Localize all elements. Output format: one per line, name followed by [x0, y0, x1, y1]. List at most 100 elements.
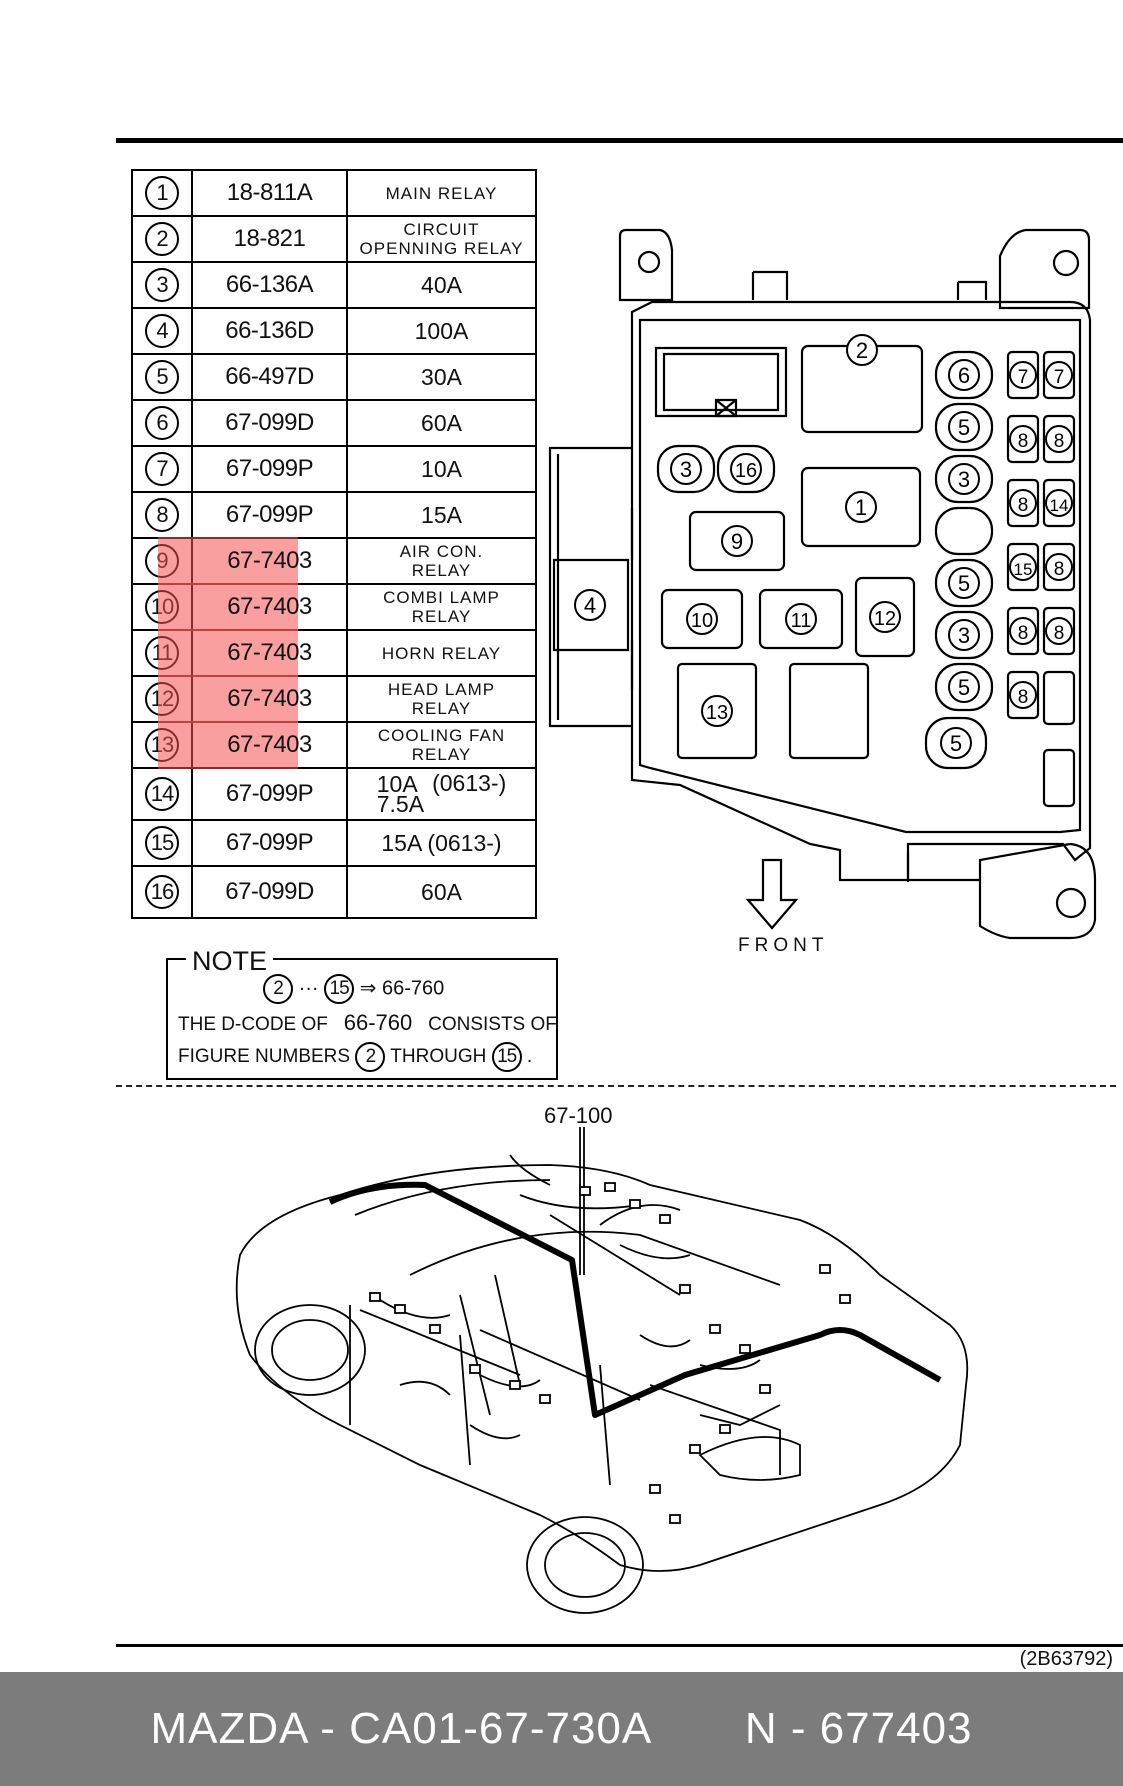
- part-description-cell: 30A: [346, 353, 537, 401]
- fuse-label: 8: [1018, 623, 1029, 644]
- row-number-cell: 1: [131, 169, 193, 217]
- part-code-cell: 66-136D: [191, 307, 348, 355]
- part-code-cell: 67-099D: [191, 865, 348, 919]
- part-description-cell: MAIN RELAY: [346, 169, 537, 217]
- row-number: 5: [145, 360, 179, 394]
- note-box: NOTE 2 ··· 15 ⇒ 66-760 THE D-CODE OF 66-…: [166, 946, 558, 1080]
- part-description-line: 40A: [421, 271, 462, 298]
- footer-gap: [652, 1704, 745, 1754]
- part-code-cell: 67-7403: [158, 675, 348, 723]
- front-arrow-icon: [745, 858, 799, 930]
- part-code: 67-099P: [225, 780, 314, 807]
- highlight-mark: [158, 675, 298, 723]
- fuse-label-circle: [948, 359, 980, 391]
- row-number: 3: [145, 268, 179, 302]
- harness-callout: 67-100: [544, 1103, 613, 1128]
- fuse-label-circle: [940, 727, 972, 759]
- footer-part-number: MAZDA - CA01-67-730A: [150, 1704, 653, 1753]
- table-row: 1 18-811A MAIN RELAY: [131, 169, 537, 217]
- fuse-label-circle: [686, 603, 718, 635]
- fuse-label-circle: [948, 463, 980, 495]
- row-number: 2: [145, 222, 179, 256]
- part-description-line: COMBI LAMP: [383, 588, 500, 607]
- separator-dashed-line: [116, 1085, 1116, 1087]
- note-range-sep: ···: [298, 977, 319, 1000]
- part-code: 67-099D: [225, 409, 314, 436]
- note-dcode-text-b: CONSISTS OF: [428, 1014, 557, 1035]
- part-description-cell: 15A: [346, 491, 537, 539]
- part-description-line: AIR CON.: [399, 542, 484, 561]
- fuse-label: 8: [1018, 431, 1029, 452]
- fuse-label-circle: [948, 671, 980, 703]
- fuse-label: 14: [1050, 496, 1069, 515]
- part-code-cell: 18-811A: [191, 169, 348, 217]
- fuse-label: 8: [1054, 623, 1065, 644]
- note-range-to: 15: [324, 974, 355, 1004]
- fuse-label-circle: [574, 589, 606, 621]
- part-description-line: HEAD LAMP: [387, 680, 496, 699]
- part-code-cell: 67-7403: [158, 537, 348, 585]
- part-description-line: CIRCUIT: [403, 220, 480, 239]
- part-description-line: 30A: [421, 363, 462, 390]
- part-description-line: 15A (0613-): [381, 829, 502, 856]
- note-arrow: ⇒: [359, 977, 377, 1000]
- fuse-label-circle: [948, 567, 980, 599]
- fuse-label: 11: [791, 610, 812, 632]
- note-range-line: 2 ··· 15 ⇒ 66-760: [263, 974, 444, 1004]
- part-code: 67-099P: [225, 829, 314, 856]
- fuse-label: 15: [1014, 560, 1033, 579]
- fuse-label-circle: [1045, 489, 1073, 517]
- row-number: 4: [145, 314, 179, 348]
- part-description-line: RELAY: [411, 699, 472, 718]
- fuse-label-circle: [730, 453, 762, 485]
- fuse-label: 3: [958, 623, 970, 648]
- fuse-label: 5: [950, 731, 962, 756]
- footer-ref-number: N - 677403: [744, 1704, 973, 1753]
- fuse-label: 5: [958, 571, 970, 596]
- part-code: 67-099P: [225, 455, 314, 482]
- fuse-label-circle: [1009, 361, 1037, 389]
- part-code: 66-497D: [225, 363, 314, 390]
- highlight-mark: [158, 537, 298, 585]
- row-number-cell: 5: [131, 353, 193, 401]
- part-code-cell: 67-099P: [191, 819, 348, 867]
- fuse-label: 4: [584, 593, 596, 618]
- note-figure-text-b: THROUGH: [390, 1046, 487, 1068]
- fuse-label: 7: [1018, 367, 1029, 388]
- part-code: 67-099D: [225, 878, 314, 905]
- part-code: 18-811A: [226, 179, 313, 206]
- fuse-label-circle: [1009, 425, 1037, 453]
- part-code: 67-7403: [227, 731, 312, 758]
- part-description-line: 60A: [421, 409, 462, 436]
- part-code-cell: 18-821: [191, 215, 348, 263]
- row-number-cell: 4: [131, 307, 193, 355]
- note-title: NOTE: [186, 946, 274, 977]
- part-description-cell: 100A: [346, 307, 537, 355]
- fuse-label-circle: [846, 334, 878, 366]
- fuse-label: 8: [1054, 431, 1065, 452]
- note-figure-from: 2: [355, 1042, 386, 1072]
- part-description-cell: HORN RELAY: [346, 629, 537, 677]
- row-number-cell: 2: [131, 215, 193, 263]
- part-description-line: 7.5A: [376, 791, 425, 817]
- part-code-cell: 67-099P: [191, 445, 348, 493]
- part-code: 18-821: [233, 225, 306, 252]
- fuse-label-circle: [1009, 617, 1037, 645]
- fuse-label-circle: [1045, 617, 1073, 645]
- part-description-line: RELAY: [411, 607, 472, 626]
- fuse-label-circle: [1009, 681, 1037, 709]
- part-description-line: 10A: [376, 771, 418, 797]
- main-harness-line: [328, 1181, 942, 1418]
- table-row: 5 66-497D 30A: [131, 353, 537, 401]
- fuse-label-circle: [1009, 553, 1037, 581]
